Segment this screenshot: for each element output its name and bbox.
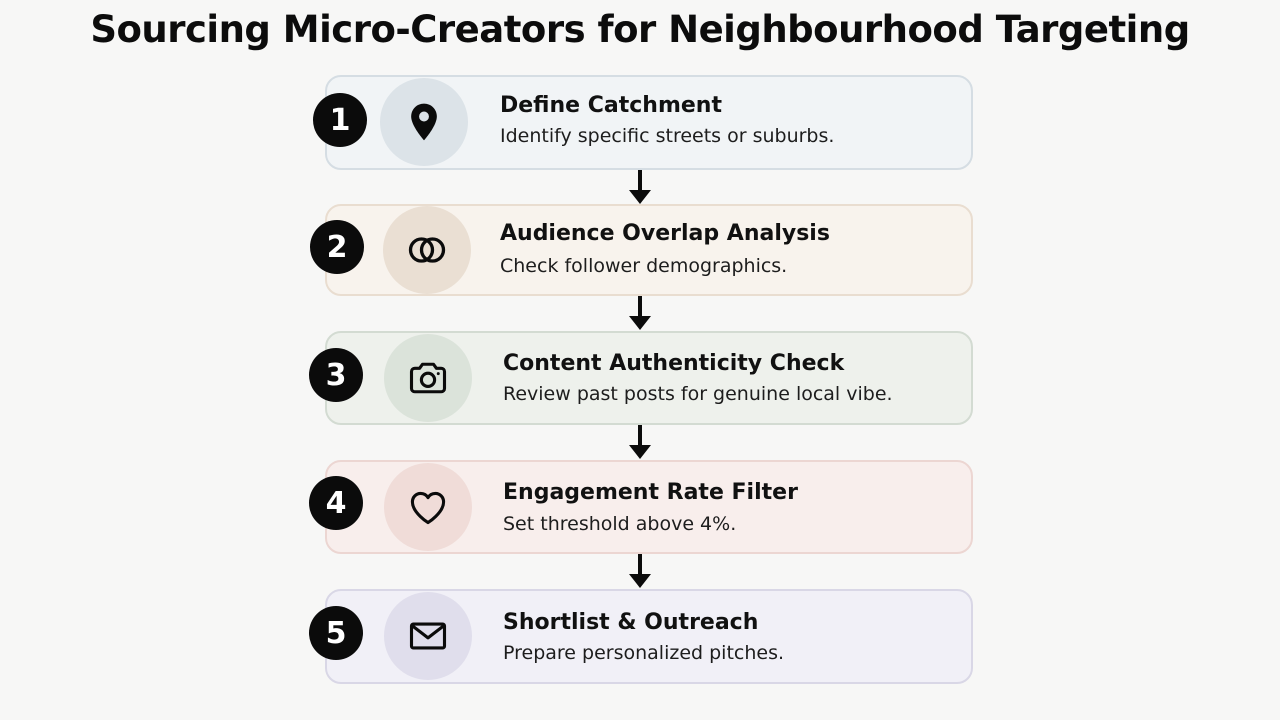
step-description: Set threshold above 4%. [503, 513, 737, 535]
step-description: Identify specific streets or suburbs. [500, 125, 835, 147]
step-icon-circle [384, 334, 472, 422]
step-title: Audience Overlap Analysis [500, 221, 830, 246]
step-title: Content Authenticity Check [503, 351, 845, 376]
step-number-badge: 5 [309, 606, 363, 660]
step-number-badge: 4 [309, 476, 363, 530]
flow-arrow [629, 170, 651, 204]
step-icon-circle [380, 78, 468, 166]
step-description: Review past posts for genuine local vibe… [503, 383, 893, 405]
step-description: Prepare personalized pitches. [503, 642, 785, 664]
overlap-circles-icon [408, 237, 446, 263]
map-pin-icon [411, 103, 437, 141]
step-title: Engagement Rate Filter [503, 480, 798, 505]
camera-icon [409, 362, 447, 394]
envelope-icon [409, 622, 447, 650]
step-icon-circle [383, 206, 471, 294]
step-number-badge: 2 [310, 220, 364, 274]
step-number-badge: 1 [313, 93, 367, 147]
diagram-title: Sourcing Micro-Creators for Neighbourhoo… [90, 8, 1190, 51]
step-icon-circle [384, 463, 472, 551]
step-icon-circle [384, 592, 472, 680]
step-title: Shortlist & Outreach [503, 610, 759, 635]
flow-arrow [629, 425, 651, 459]
flow-arrow [629, 554, 651, 588]
flow-arrow [629, 296, 651, 330]
step-title: Define Catchment [500, 93, 722, 118]
heart-icon [410, 491, 446, 525]
step-number-badge: 3 [309, 348, 363, 402]
step-description: Check follower demographics. [500, 255, 788, 277]
